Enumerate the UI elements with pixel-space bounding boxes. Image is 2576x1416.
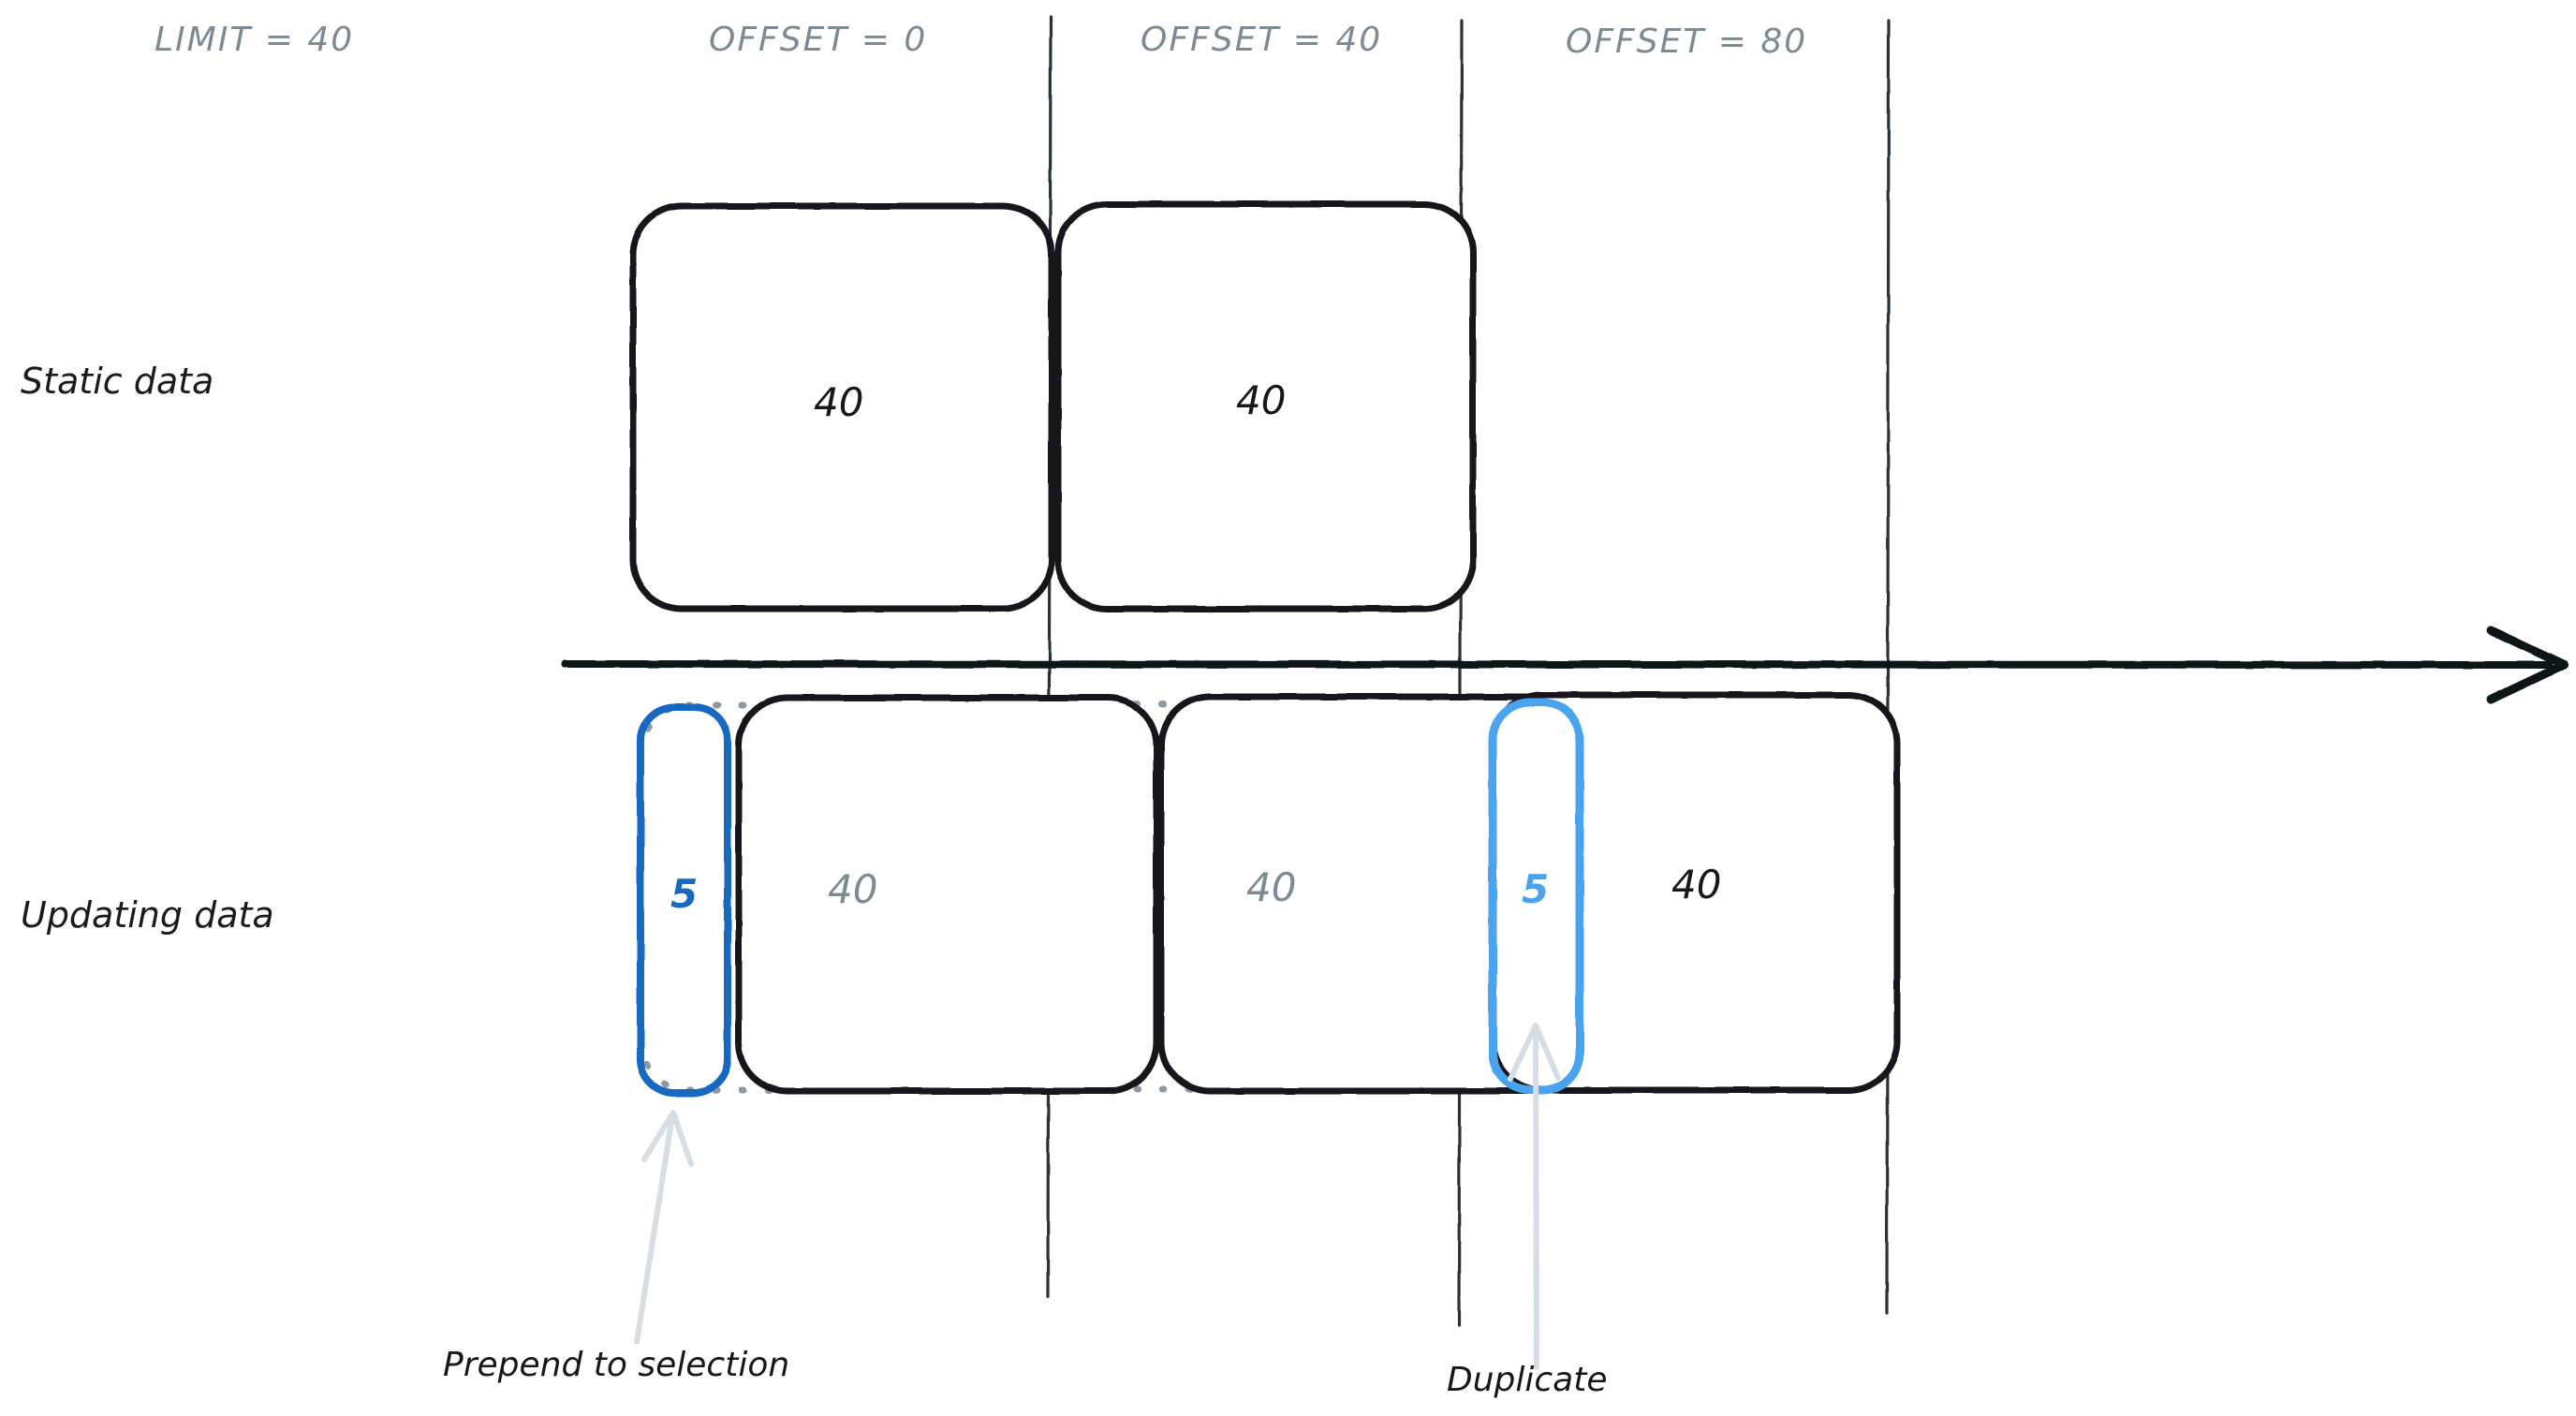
duplicate-chunk-value: 5 [1522, 866, 1550, 912]
row-label-static-data: Static data [21, 361, 214, 402]
static-row-boxes [629, 200, 1477, 612]
updating-page-2-value: 40 [1246, 864, 1297, 910]
prepended-chunk-value: 5 [670, 871, 699, 917]
limit-label: LIMIT = 40 [155, 21, 355, 59]
annotation-duplicate: Duplicate [1447, 1361, 1608, 1399]
prepended-chunk-box[interactable] [637, 703, 731, 1097]
divider-offset-0 [1046, 15, 1052, 1299]
duplicate-leader-arrow [1508, 1023, 1561, 1370]
updating-page-1-value: 40 [828, 866, 878, 912]
offset-40-label: OFFSET = 40 [1141, 21, 1383, 59]
static-page-2-box[interactable] [1054, 200, 1477, 612]
updating-page-1-box[interactable] [735, 694, 1160, 1095]
static-page-2-value: 40 [1236, 377, 1287, 423]
static-page-1-value: 40 [814, 379, 864, 425]
static-page-1-box[interactable] [629, 202, 1055, 612]
prepend-leader-arrow [634, 1110, 694, 1345]
annotation-prepend-to-selection: Prepend to selection [443, 1346, 790, 1384]
updating-row-boxes [735, 691, 1901, 1095]
annotation-leaders [634, 1023, 1561, 1370]
offset-0-label: OFFSET = 0 [709, 21, 928, 59]
row-label-updating-data: Updating data [21, 894, 274, 936]
timeline-arrow [561, 626, 2569, 704]
updating-page-3-value: 40 [1671, 862, 1722, 907]
offset-80-label: OFFSET = 80 [1566, 22, 1808, 61]
